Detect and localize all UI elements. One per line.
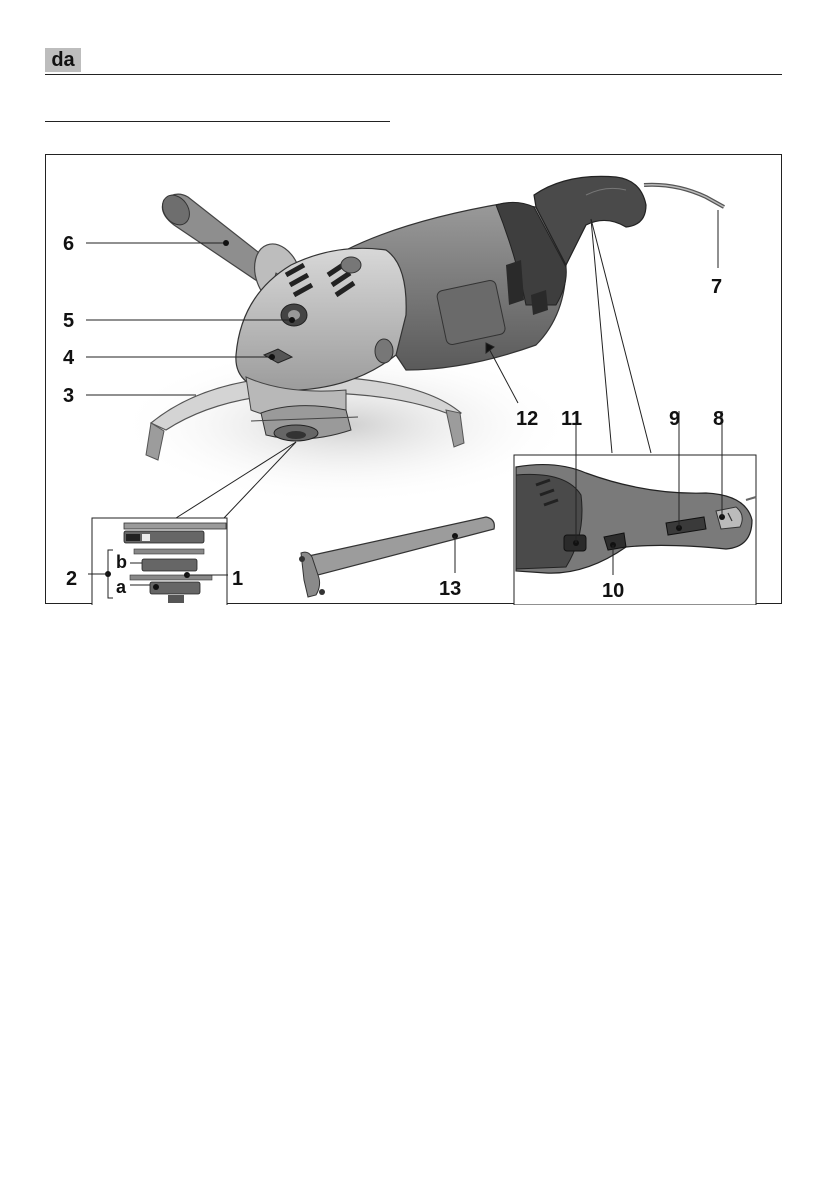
callout-1: 1 xyxy=(232,568,243,590)
language-badge: da xyxy=(45,48,81,72)
section-divider xyxy=(45,121,390,122)
callout-10: 10 xyxy=(602,580,624,602)
callout-2: 2 xyxy=(66,568,77,590)
callout-12: 12 xyxy=(516,408,538,430)
angle-grinder-illustration: 6 5 4 3 7 12 11 9 8 10 13 2 1 b a xyxy=(46,155,783,605)
callout-7: 7 xyxy=(711,276,722,298)
callout-3: 3 xyxy=(63,385,74,407)
two-hole-spanner xyxy=(299,517,494,597)
rear-handle xyxy=(534,176,724,265)
callout-8: 8 xyxy=(713,408,724,430)
handle-detail-inset xyxy=(514,455,756,605)
callout-a: a xyxy=(116,577,127,597)
callout-11: 11 xyxy=(561,408,582,430)
callout-5: 5 xyxy=(63,310,74,332)
callout-b: b xyxy=(116,552,127,572)
callout-4: 4 xyxy=(63,347,75,369)
callout-13: 13 xyxy=(439,578,461,600)
header-divider xyxy=(45,74,782,75)
flange-detail-inset xyxy=(92,518,227,605)
callout-9: 9 xyxy=(669,408,680,430)
angle-grinder-figure: 6 5 4 3 7 12 11 9 8 10 13 2 1 b a xyxy=(45,154,782,604)
callout-6: 6 xyxy=(63,233,74,255)
